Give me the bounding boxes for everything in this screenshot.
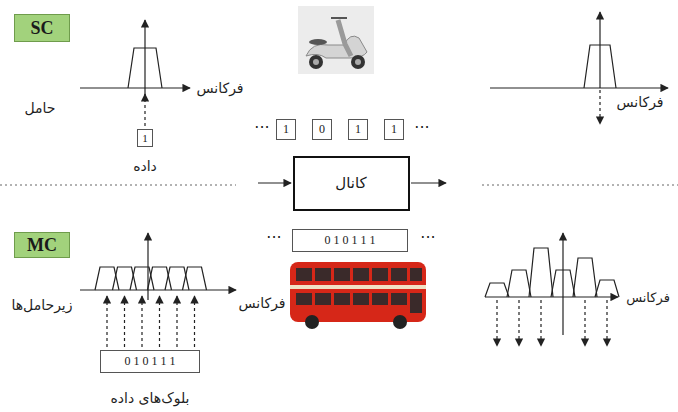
node-text: 1 (142, 132, 148, 144)
bit-box: 1 (348, 119, 368, 140)
node-text: MC (27, 235, 57, 256)
node-text: SC (30, 18, 53, 39)
data-block-box: 0 1 0 1 1 1 (292, 229, 408, 252)
separator-line (0, 185, 236, 186)
node-text: 0 1 0 1 1 1 (325, 233, 376, 248)
mode-label: SC (14, 14, 70, 42)
subcarriers-label: زیرحامل‌ها (11, 297, 72, 314)
node-text: 1 (283, 122, 289, 137)
axis-label: فرکانس (626, 290, 670, 306)
mode-label: MC (14, 232, 70, 258)
node-text: 0 1 0 1 1 1 (125, 354, 176, 369)
channel-box: کانال (293, 156, 410, 211)
separator-line (482, 185, 678, 186)
node-text: 0 (319, 122, 325, 137)
sc-rx-spectrum (490, 12, 668, 124)
node-text: 1 (391, 122, 397, 137)
ellipsis: ··· (266, 228, 281, 247)
axis-label: فرکانس (196, 80, 243, 97)
data-blocks-label: بلوک‌های داده (110, 390, 189, 407)
mc-rx-spectrum (485, 233, 619, 346)
bit-box: 1 (276, 119, 296, 140)
node-text: کانال (335, 174, 366, 192)
data-block-box: 0 1 0 1 1 1 (100, 350, 200, 373)
ellipsis: ··· (414, 118, 429, 137)
ellipsis: ··· (420, 228, 435, 247)
sc-tx-spectrum (80, 20, 190, 126)
bit-box: 0 (312, 119, 332, 140)
axis-label: فرکانس (238, 295, 285, 312)
data-label: داده (133, 158, 157, 175)
ellipsis: ··· (254, 118, 269, 137)
carrier-label: حامل (24, 100, 55, 117)
scooter-picture (298, 6, 374, 74)
data-bit-box: 1 (137, 129, 153, 147)
bus-picture (290, 262, 426, 329)
axis-label: فرکانس (616, 94, 663, 111)
node-text: 1 (355, 122, 361, 137)
mc-tx-spectrum (80, 233, 236, 347)
bit-box: 1 (384, 119, 404, 140)
